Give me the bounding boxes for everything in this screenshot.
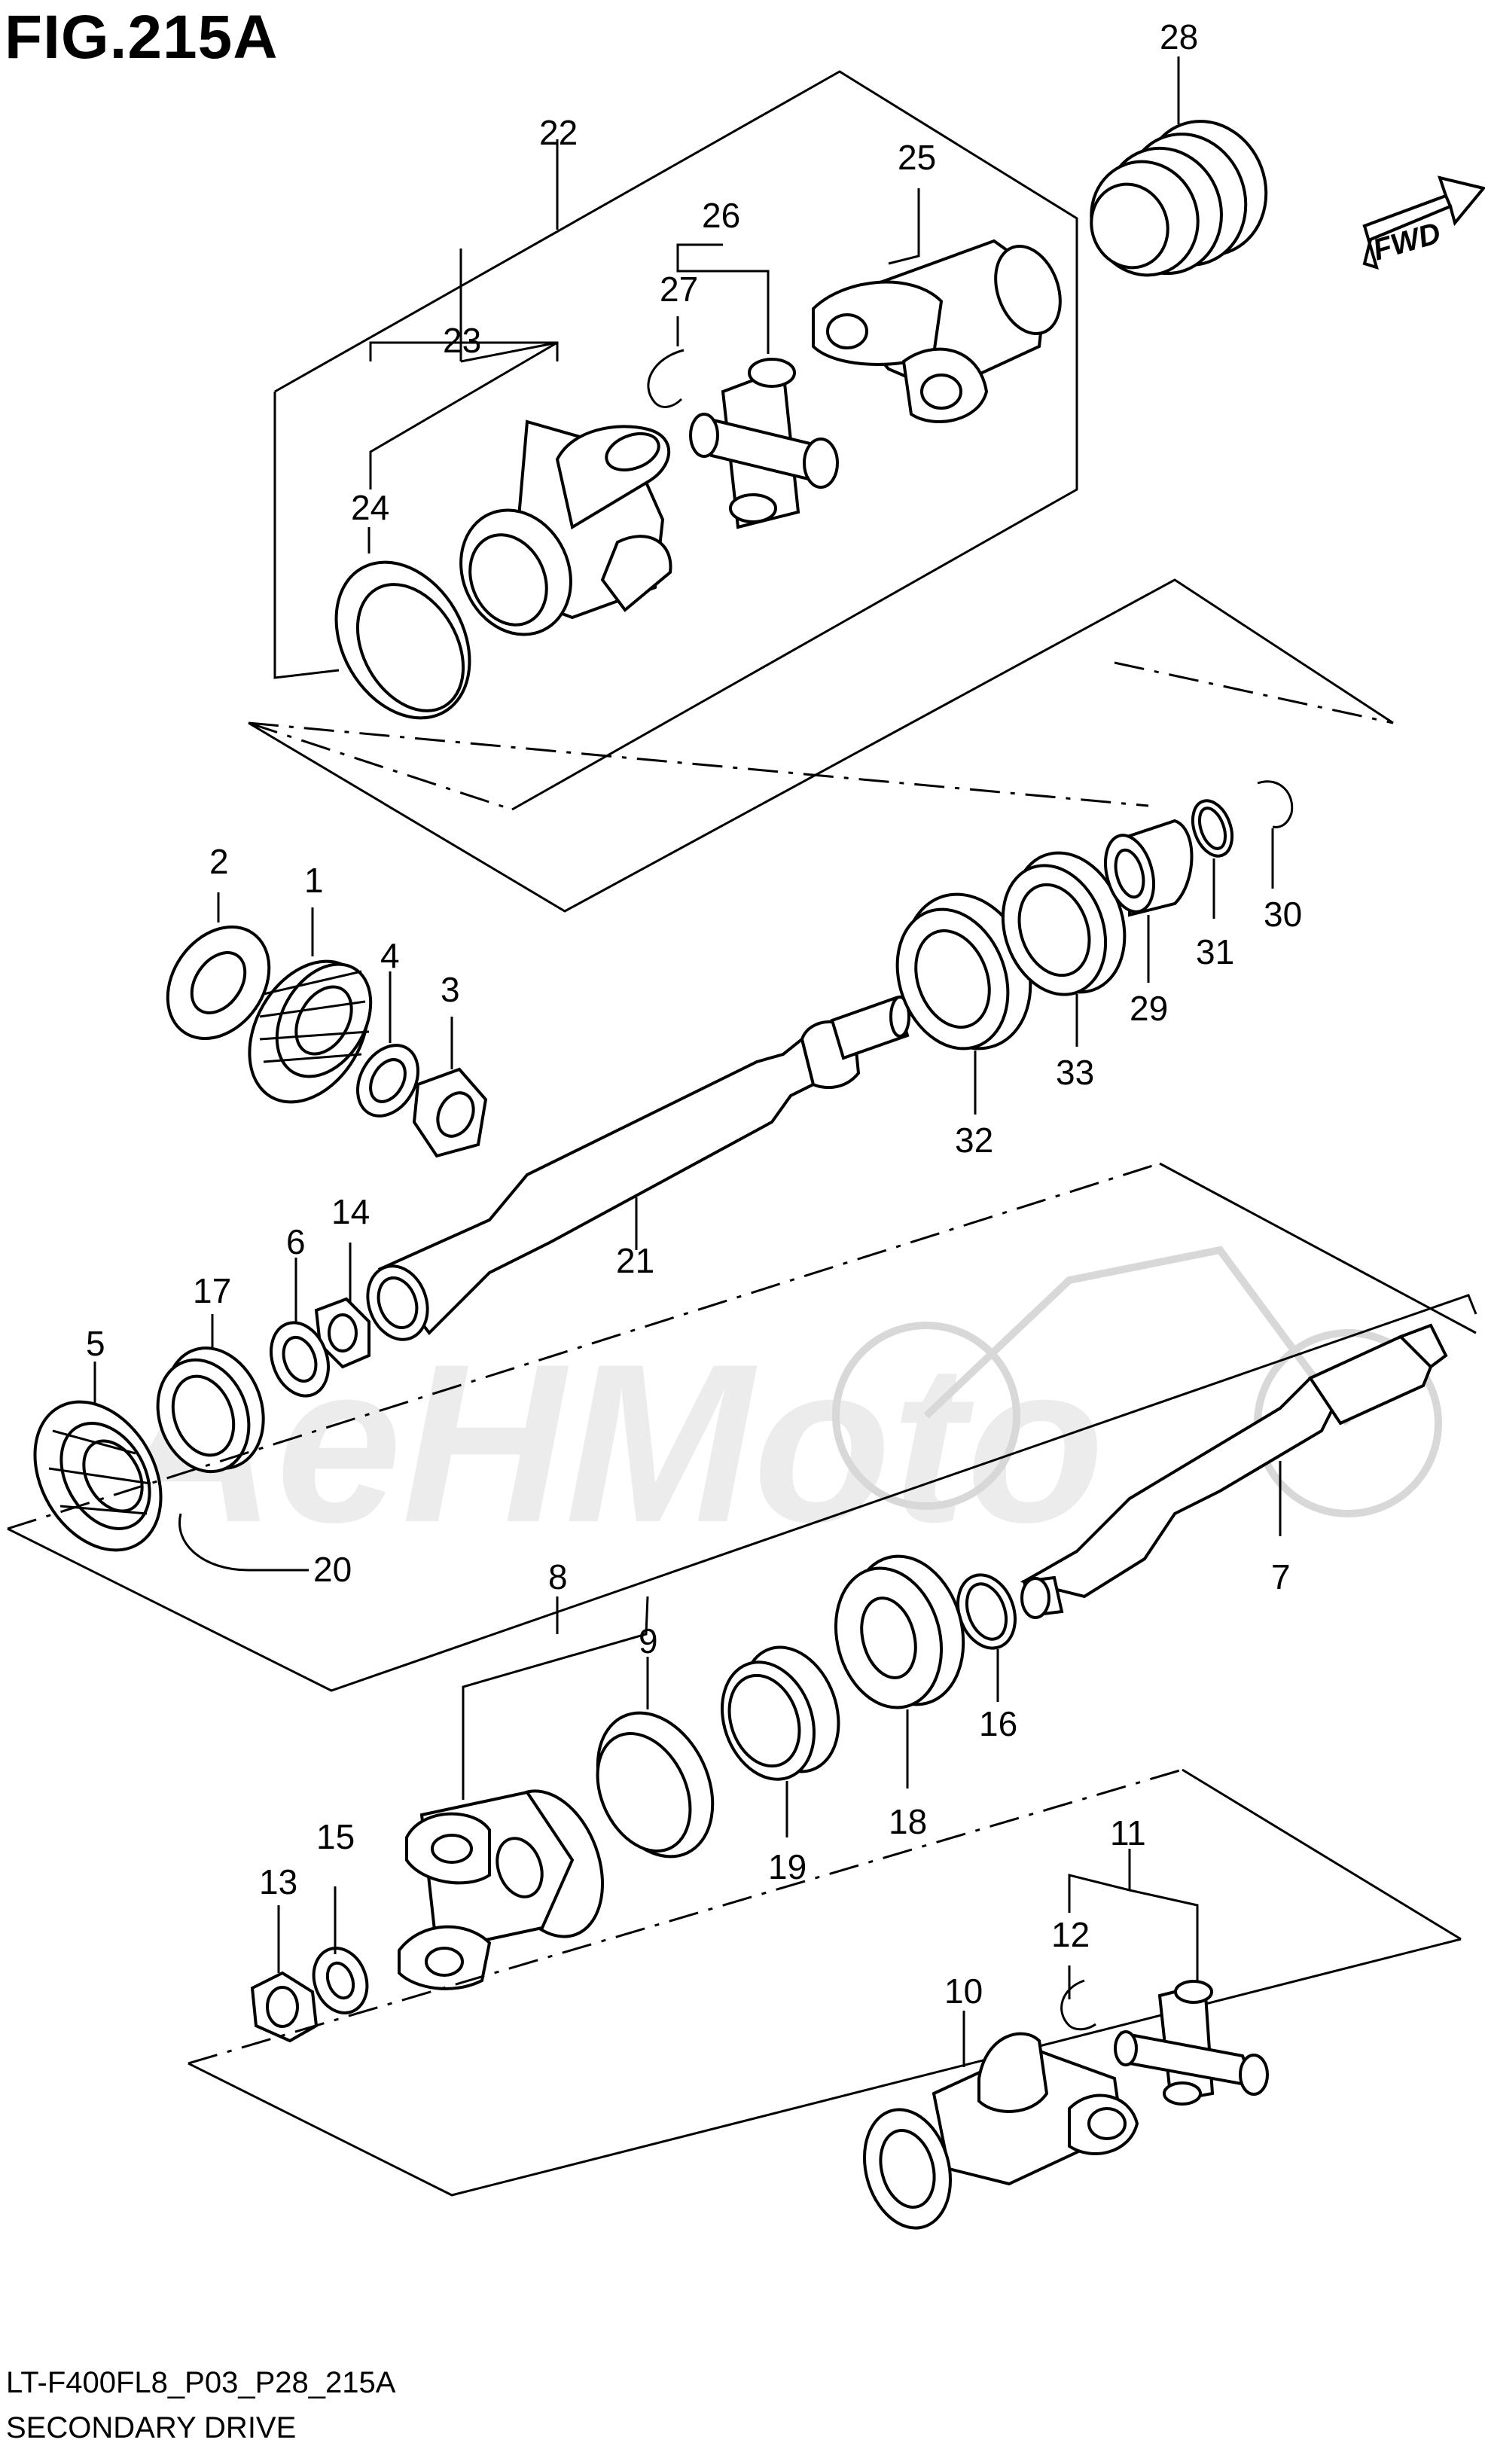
part-27-circlip xyxy=(647,349,685,408)
part-19-seal xyxy=(721,1645,840,1781)
part-6-washer xyxy=(270,1321,330,1398)
label-part-23: 23 xyxy=(443,321,481,360)
part-number-labels: 28 22 25 26 27 23 24 2 1 4 3 30 31 29 33… xyxy=(86,17,1302,2011)
part-32-bearing xyxy=(895,892,1032,1051)
label-part-16: 16 xyxy=(979,1704,1017,1743)
part-12-circlip xyxy=(1060,1979,1096,2031)
group-frame-middle xyxy=(7,1162,1477,1692)
part-1-bevel-gear xyxy=(248,959,373,1104)
part-14-nut xyxy=(314,1297,370,1369)
label-part-22: 22 xyxy=(539,113,578,152)
label-part-21: 21 xyxy=(616,1241,654,1280)
part-20-circlip xyxy=(178,1513,249,1572)
part-17-bearing xyxy=(156,1346,265,1474)
label-part-9: 9 xyxy=(639,1621,658,1660)
label-part-13: 13 xyxy=(259,1862,297,1901)
figure-name: SECONDARY DRIVE xyxy=(6,2411,297,2444)
part-11-spider xyxy=(1114,1980,1269,2106)
label-part-14: 14 xyxy=(331,1192,370,1231)
label-part-33: 33 xyxy=(1056,1053,1094,1092)
part-3-nut xyxy=(412,1067,488,1158)
part-13-nut xyxy=(250,1971,319,2043)
part-26-spider xyxy=(689,358,839,529)
label-part-18: 18 xyxy=(889,1802,927,1841)
part-23-yoke xyxy=(459,419,672,636)
watermark: AeHMoto xyxy=(106,1246,1442,1569)
part-8-yoke xyxy=(398,1789,605,1990)
label-part-5: 5 xyxy=(86,1324,105,1363)
label-part-32: 32 xyxy=(955,1121,993,1160)
part-28-boot xyxy=(1090,120,1268,277)
part-7-shaft xyxy=(1020,1323,1448,1619)
label-part-4: 4 xyxy=(380,936,400,975)
group-frame-22 xyxy=(248,70,1394,913)
group-frame-bottom xyxy=(188,1768,1462,2197)
part-16-o-ring xyxy=(956,1573,1017,1650)
label-part-15: 15 xyxy=(316,1817,355,1856)
label-part-1: 1 xyxy=(304,861,324,900)
part-4-washer xyxy=(356,1044,419,1118)
label-part-3: 3 xyxy=(441,970,460,1009)
part-25-yoke xyxy=(812,239,1062,423)
part-33-seal xyxy=(1001,851,1127,996)
fwd-arrow-icon: FWD xyxy=(1362,175,1485,270)
label-part-24: 24 xyxy=(351,488,389,527)
label-part-20: 20 xyxy=(313,1550,352,1589)
part-24-seal xyxy=(334,560,471,720)
label-part-2: 2 xyxy=(209,842,229,881)
part-5-bevel-gear xyxy=(33,1400,163,1552)
figure-code: LT-F400FL8_P03_P28_215A xyxy=(6,2366,396,2399)
label-part-17: 17 xyxy=(193,1271,231,1310)
part-15-washer xyxy=(312,1947,369,2014)
label-part-30: 30 xyxy=(1264,895,1302,934)
part-29-collar xyxy=(1104,819,1194,917)
label-part-31: 31 xyxy=(1196,932,1234,971)
label-part-26: 26 xyxy=(702,196,740,235)
label-part-6: 6 xyxy=(286,1222,306,1261)
part-9-seal xyxy=(596,1711,715,1859)
label-part-29: 29 xyxy=(1130,989,1168,1028)
leader-lines xyxy=(93,56,1282,2067)
label-part-27: 27 xyxy=(660,270,698,309)
label-part-11: 11 xyxy=(1110,1813,1146,1853)
part-2-washer xyxy=(166,925,271,1041)
label-part-25: 25 xyxy=(898,138,936,177)
part-30-circlip xyxy=(1257,780,1294,828)
figure-title: FIG.215A xyxy=(5,3,279,72)
part-21-shaft xyxy=(366,996,910,1341)
label-part-28: 28 xyxy=(1160,17,1198,56)
part-18-bearing xyxy=(834,1554,965,1709)
part-10-yoke xyxy=(862,2032,1139,2230)
label-part-10: 10 xyxy=(944,1972,983,2011)
label-part-19: 19 xyxy=(768,1847,807,1886)
part-31-snap-ring xyxy=(1191,799,1234,858)
label-part-12: 12 xyxy=(1051,1915,1090,1954)
label-part-8: 8 xyxy=(548,1557,568,1596)
label-part-7: 7 xyxy=(1271,1557,1291,1596)
